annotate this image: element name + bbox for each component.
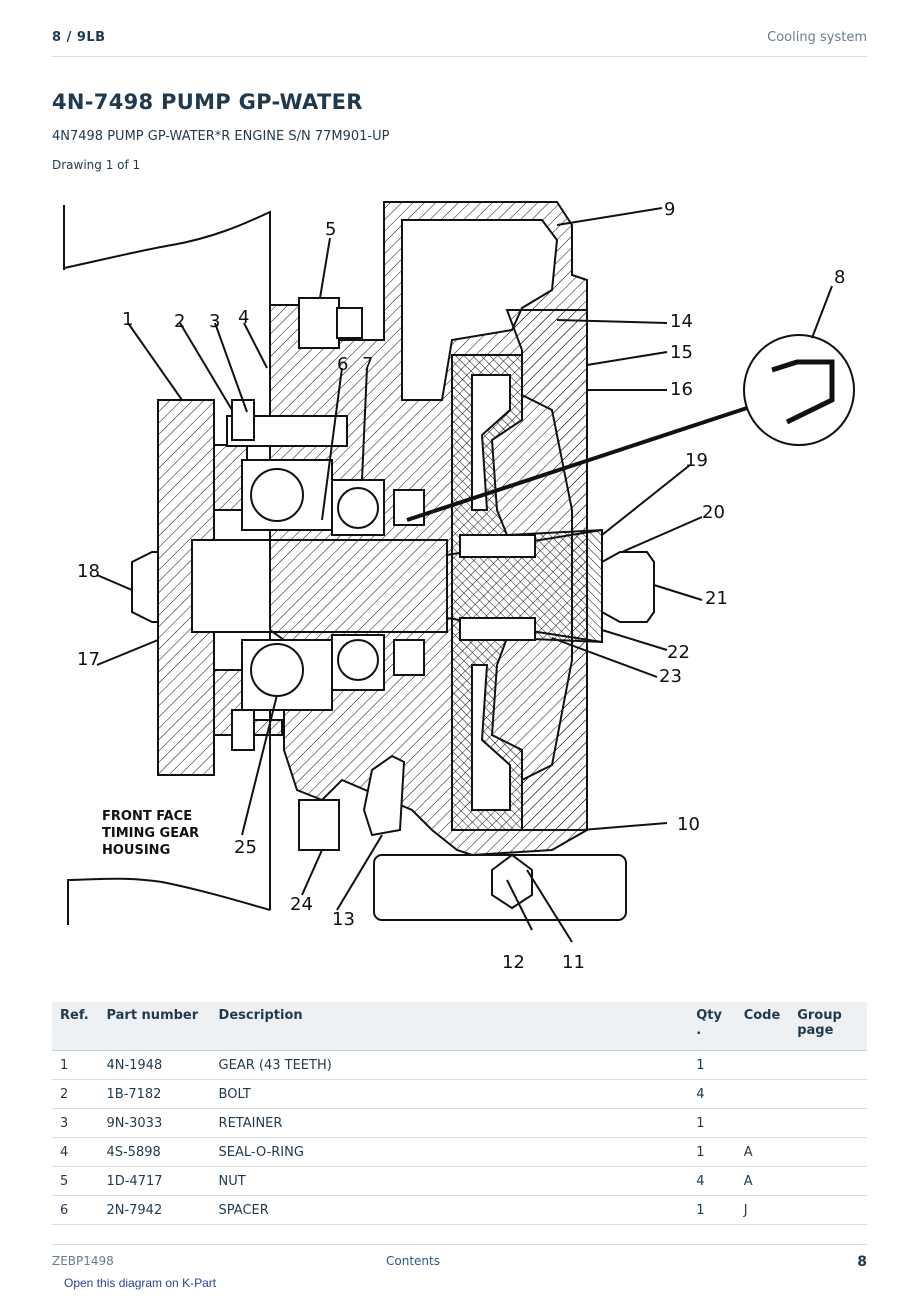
callout-9: 9 (664, 199, 675, 220)
cell-code: A (735, 1137, 790, 1167)
note-line-3: HOUSING (102, 843, 170, 858)
callout-2: 2 (174, 311, 185, 332)
callout-13: 13 (332, 909, 355, 930)
page-subtitle: 4N7498 PUMP GP-WATER*R ENGINE S/N 77M901… (52, 129, 390, 144)
cell-description: GEAR (43 TEETH) (210, 1050, 689, 1080)
cell-description: SPACER (210, 1195, 689, 1225)
cell-code (735, 1050, 790, 1080)
callout-23: 23 (659, 666, 682, 687)
table-row: 3 9N-3033 RETAINER 1 (52, 1108, 867, 1138)
note-line-2: TIMING GEAR (102, 826, 199, 841)
column-header-code: Code (735, 1002, 790, 1051)
callout-20: 20 (702, 502, 725, 523)
cell-ref: 1 (52, 1050, 99, 1080)
cell-code (735, 1079, 790, 1109)
cell-group-page (789, 1050, 867, 1080)
table-row: 2 1B-7182 BOLT 4 (52, 1079, 867, 1109)
column-header-part-number: Part number (98, 1002, 211, 1051)
page-reference: 8 / 9LB (52, 30, 106, 45)
document-code: ZEBP1498 (52, 1254, 114, 1268)
callout-12: 12 (502, 952, 525, 973)
cell-group-page (789, 1079, 867, 1109)
cell-ref: 4 (52, 1137, 99, 1167)
callout-18: 18 (77, 561, 100, 582)
callout-8: 8 (834, 267, 845, 288)
callout-7: 7 (362, 354, 373, 375)
callout-1: 1 (122, 309, 133, 330)
page-footer: ZEBP1498 Contents 8 (52, 1244, 867, 1270)
cell-qty: 1 (688, 1050, 736, 1080)
cell-group-page (789, 1137, 867, 1167)
cell-qty: 1 (688, 1195, 736, 1225)
contents-link[interactable]: Contents (386, 1254, 440, 1268)
cell-description: SEAL-O-RING (210, 1137, 689, 1167)
callout-5: 5 (325, 219, 336, 240)
cell-qty: 4 (688, 1079, 736, 1109)
cell-code: J (735, 1195, 790, 1225)
callout-6: 6 (337, 354, 348, 375)
callout-14: 14 (670, 311, 693, 332)
callout-11: 11 (562, 952, 585, 973)
section-name: Cooling system (767, 30, 867, 45)
table-row: 5 1D-4717 NUT 4 A (52, 1166, 867, 1196)
callout-19: 19 (685, 450, 708, 471)
callout-25: 25 (234, 837, 257, 858)
cell-qty: 1 (688, 1108, 736, 1138)
callout-4: 4 (238, 307, 249, 328)
cell-part-number: 1B-7182 (98, 1079, 211, 1109)
callout-15: 15 (670, 342, 693, 363)
cell-qty: 4 (688, 1166, 736, 1196)
parts-table: Ref. Part number Description Qty . Code … (52, 1002, 867, 1225)
cell-description: RETAINER (210, 1108, 689, 1138)
cell-ref: 2 (52, 1079, 99, 1109)
cell-description: BOLT (210, 1079, 689, 1109)
open-on-kpart-link[interactable]: Open this diagram on K-Part (64, 1276, 217, 1290)
column-header-description: Description (210, 1002, 689, 1051)
cell-code: A (735, 1166, 790, 1196)
callout-17: 17 (77, 649, 100, 670)
cell-group-page (789, 1108, 867, 1138)
water-pump-diagram: 1 2 3 4 5 6 7 8 9 10 11 12 13 14 15 16 1… (52, 190, 872, 980)
callout-3: 3 (209, 311, 220, 332)
table-row: 4 4S-5898 SEAL-O-RING 1 A (52, 1137, 867, 1167)
cell-part-number: 1D-4717 (98, 1166, 211, 1196)
cell-part-number: 9N-3033 (98, 1108, 211, 1138)
table-header-row: Ref. Part number Description Qty . Code … (52, 1002, 867, 1051)
page-title: 4N-7498 PUMP GP-WATER (52, 90, 363, 114)
cell-ref: 3 (52, 1108, 99, 1138)
cell-part-number: 4N-1948 (98, 1050, 211, 1080)
callout-16: 16 (670, 379, 693, 400)
callout-24: 24 (290, 894, 313, 915)
cell-ref: 6 (52, 1195, 99, 1225)
cell-ref: 5 (52, 1166, 99, 1196)
page-header: 8 / 9LB Cooling system (52, 22, 867, 57)
column-header-ref: Ref. (52, 1002, 99, 1051)
page-number: 8 (857, 1254, 867, 1270)
cell-code (735, 1108, 790, 1138)
cell-group-page (789, 1195, 867, 1225)
column-header-qty: Qty . (688, 1002, 736, 1051)
drawing-count: Drawing 1 of 1 (52, 158, 141, 172)
column-header-group-page: Group page (789, 1002, 867, 1051)
cell-part-number: 2N-7942 (98, 1195, 211, 1225)
cell-qty: 1 (688, 1137, 736, 1167)
cell-description: NUT (210, 1166, 689, 1196)
exploded-view-drawing: 1 2 3 4 5 6 7 8 9 10 11 12 13 14 15 16 1… (63, 199, 855, 973)
table-row: 1 4N-1948 GEAR (43 TEETH) 1 (52, 1050, 867, 1080)
table-row: 6 2N-7942 SPACER 1 J (52, 1195, 867, 1225)
callout-21: 21 (705, 588, 728, 609)
cell-group-page (789, 1166, 867, 1196)
note-line-1: FRONT FACE (102, 809, 192, 824)
callout-22: 22 (667, 642, 690, 663)
cell-part-number: 4S-5898 (98, 1137, 211, 1167)
callout-10: 10 (677, 814, 700, 835)
